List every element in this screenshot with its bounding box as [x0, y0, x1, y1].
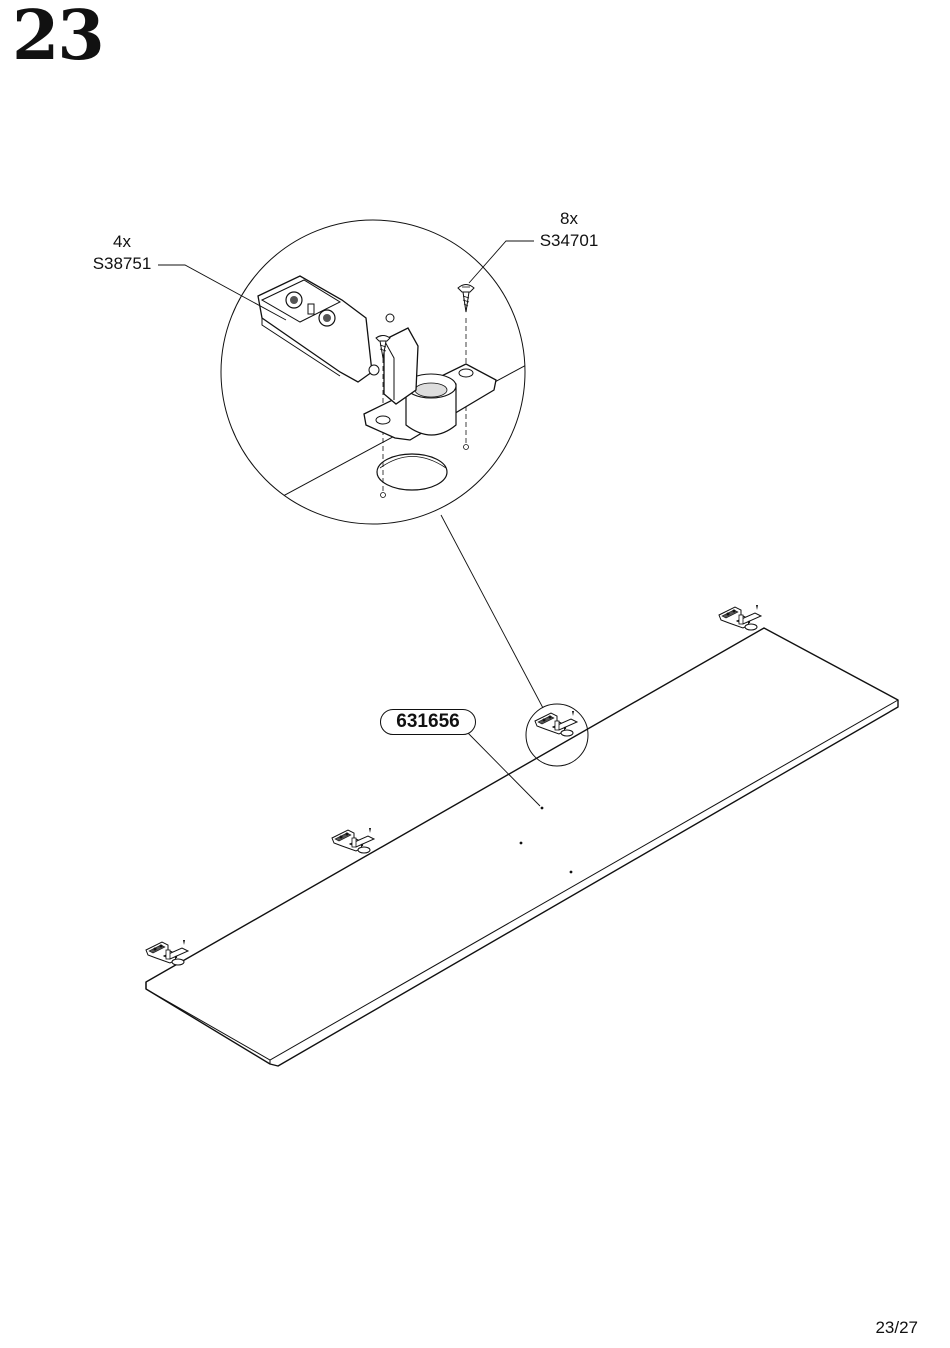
step-number: 23 — [12, 2, 103, 70]
hinge-part-code: S38751 — [92, 253, 152, 275]
hinge-icon — [535, 711, 577, 736]
screw-callout: 8x S34701 — [534, 208, 604, 252]
screw-quantity: 8x — [534, 208, 604, 230]
hinge-quantity: 4x — [92, 231, 152, 253]
screw-part-code: S34701 — [534, 230, 604, 252]
hinge-icon — [719, 605, 761, 630]
detail-connector — [441, 515, 543, 708]
hinge-icon — [332, 828, 374, 853]
part-code-badge: 631656 — [380, 709, 476, 735]
door-panel — [146, 628, 898, 1066]
page-number: 23/27 — [875, 1318, 918, 1338]
hinge-icon — [146, 940, 188, 965]
hinge-callout: 4x S38751 — [92, 231, 152, 275]
